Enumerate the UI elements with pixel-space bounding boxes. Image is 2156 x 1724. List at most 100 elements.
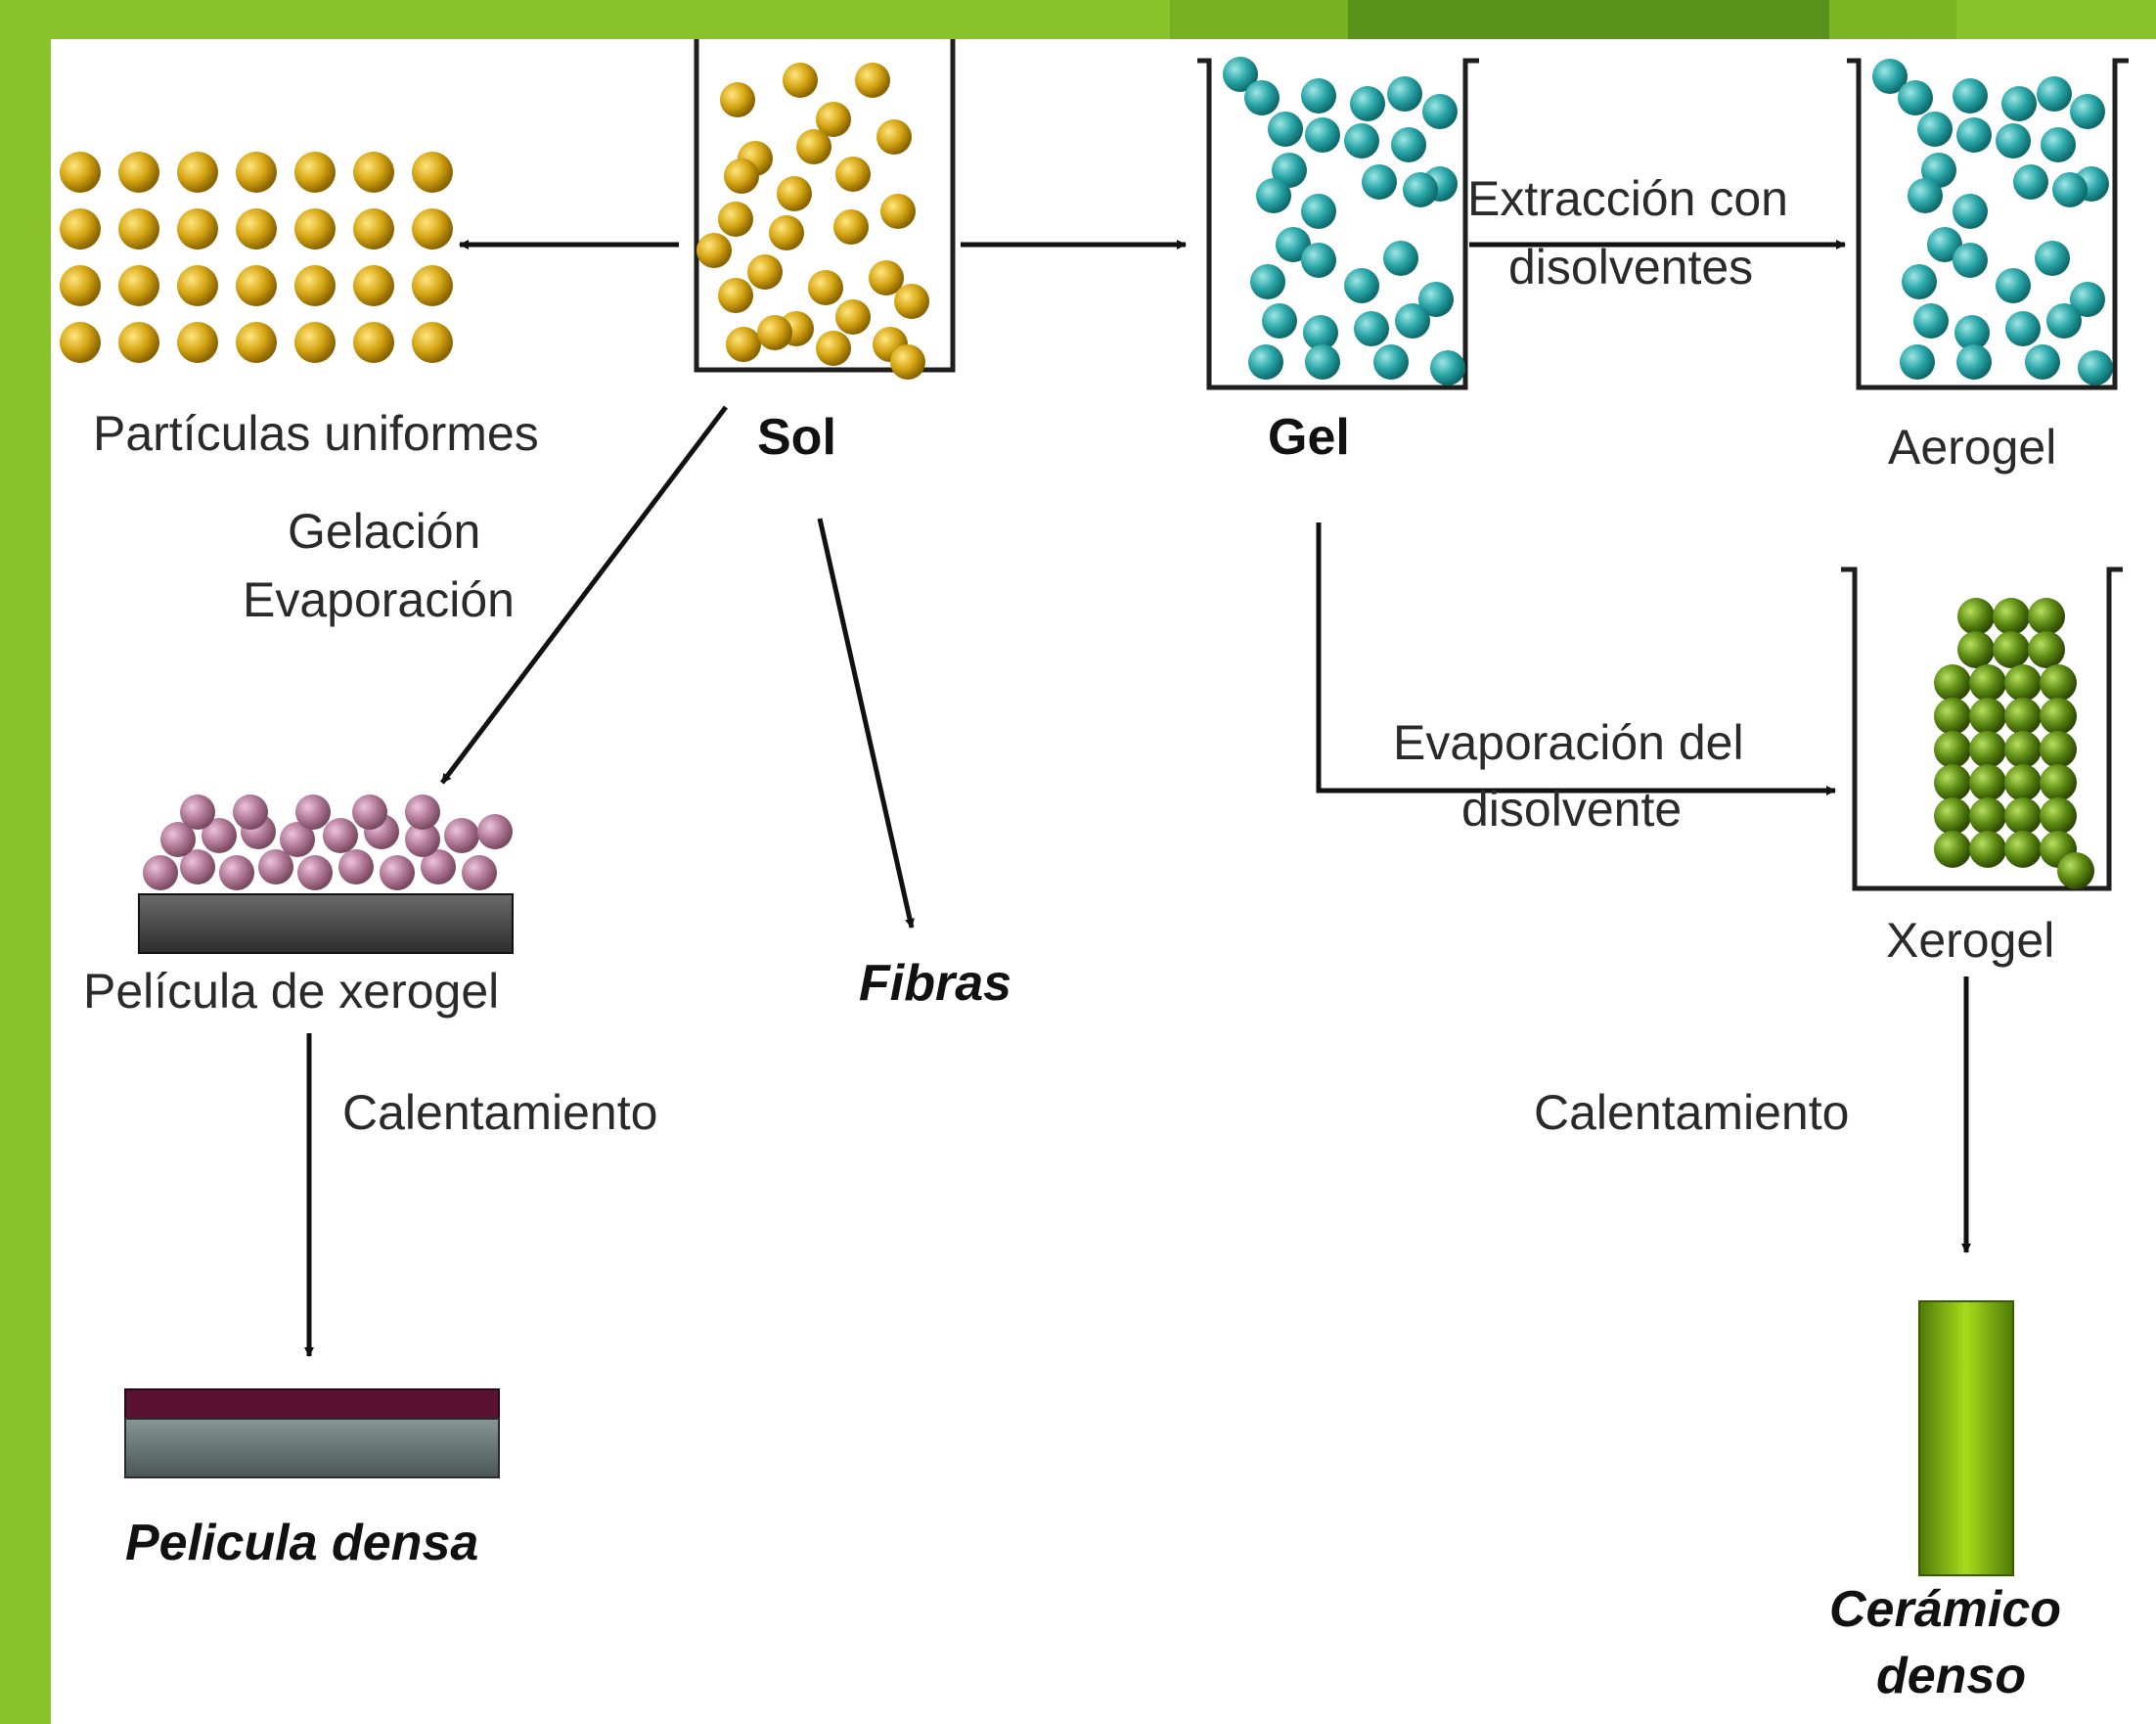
sol-particle bbox=[294, 265, 336, 306]
aerogel-particle bbox=[1872, 59, 1908, 94]
gel-particle bbox=[1301, 78, 1336, 113]
aerogel-particle bbox=[1953, 243, 1988, 278]
xerogel-particle bbox=[1969, 831, 2006, 868]
gel-particle bbox=[1362, 164, 1397, 200]
sol-particle bbox=[353, 208, 394, 250]
film-particle bbox=[280, 822, 315, 857]
label-evaporation-line2: disolvente bbox=[1461, 782, 1682, 837]
aerogel-beaker bbox=[1847, 58, 2129, 390]
dense-film-substrate bbox=[124, 1418, 500, 1478]
aerogel-particle bbox=[1953, 194, 1988, 229]
gel-particle bbox=[1344, 123, 1379, 159]
header-band-light bbox=[1829, 0, 1956, 39]
xerogel-particle bbox=[2004, 698, 2042, 735]
header-band-mid bbox=[1170, 0, 1348, 39]
film-substrate bbox=[138, 893, 514, 954]
film-particle bbox=[380, 855, 415, 890]
gel-particle bbox=[1223, 57, 1258, 92]
film-particle bbox=[180, 794, 215, 830]
film-particle bbox=[143, 855, 178, 890]
gel-particle bbox=[1276, 227, 1311, 262]
xerogel-particle bbox=[2004, 831, 2042, 868]
aerogel-particle bbox=[2005, 311, 2041, 346]
sol-particle bbox=[880, 194, 916, 229]
label-uniform-particles: Partículas uniformes bbox=[93, 406, 539, 461]
aerogel-particle bbox=[1917, 112, 1953, 147]
aerogel-particle bbox=[1996, 268, 2031, 303]
xerogel-particle bbox=[1969, 731, 2006, 768]
label-gelation-line2: Evaporación bbox=[243, 572, 515, 627]
xerogel-particle bbox=[2040, 764, 2077, 801]
gel-particle bbox=[1256, 178, 1291, 213]
xerogel-particle bbox=[1993, 598, 2030, 635]
sol-particle bbox=[855, 63, 890, 98]
sol-particle bbox=[808, 270, 843, 305]
arrow-sol-to-film bbox=[440, 405, 728, 785]
aerogel-particle bbox=[1908, 178, 1943, 213]
aerogel-particle bbox=[1927, 227, 1962, 262]
sol-particle bbox=[177, 208, 218, 250]
xerogel-particle bbox=[1934, 764, 1971, 801]
sol-particle bbox=[412, 208, 453, 250]
sol-particle bbox=[412, 152, 453, 193]
dense-ceramic-cylinder bbox=[1918, 1300, 2014, 1576]
label-extraction-line1: Extracción con bbox=[1467, 171, 1788, 226]
xerogel-beaker bbox=[1841, 567, 2123, 891]
xerogel-particle bbox=[1969, 698, 2006, 735]
xerogel-particle bbox=[1969, 764, 2006, 801]
aerogel-particle bbox=[1898, 80, 1933, 115]
film-particle bbox=[295, 794, 331, 830]
sol-particle bbox=[118, 322, 159, 363]
sol-particle bbox=[720, 82, 755, 117]
sol-particle bbox=[890, 344, 925, 380]
xerogel-particle bbox=[1934, 797, 1971, 835]
gel-particle bbox=[1268, 112, 1303, 147]
xerogel-particle bbox=[2040, 731, 2077, 768]
film-particle bbox=[219, 855, 254, 890]
xerogel-particle bbox=[2004, 664, 2042, 702]
gel-particle bbox=[1250, 264, 1285, 299]
sol-particle bbox=[236, 322, 277, 363]
gel-beaker bbox=[1197, 58, 1479, 390]
label-xerogel-film: Película de xerogel bbox=[83, 964, 499, 1019]
aerogel-particle bbox=[1953, 78, 1988, 113]
sol-particle bbox=[177, 265, 218, 306]
gel-particle bbox=[1301, 194, 1336, 229]
sol-particle bbox=[835, 299, 871, 335]
film-particle bbox=[233, 794, 268, 830]
xerogel-particle bbox=[2028, 631, 2065, 668]
gel-network-particles bbox=[1223, 57, 1465, 386]
xerogel-particle bbox=[1934, 664, 1971, 702]
sol-particle bbox=[783, 63, 818, 98]
xerogel-particle bbox=[2040, 797, 2077, 835]
sol-particle bbox=[294, 322, 336, 363]
aerogel-particle bbox=[2013, 164, 2048, 200]
film-particle bbox=[258, 849, 293, 885]
sol-particle bbox=[718, 202, 753, 237]
sol-gel-process-diagram: Partículas uniformes Sol Gel Extracción … bbox=[60, 39, 2129, 1704]
sol-particle bbox=[118, 265, 159, 306]
aerogel-particle bbox=[1954, 315, 1990, 350]
label-fibers: Fibras bbox=[859, 955, 1011, 1012]
label-aerogel: Aerogel bbox=[1888, 420, 2056, 475]
xerogel-particle bbox=[1969, 797, 2006, 835]
film-particle bbox=[462, 855, 497, 890]
aerogel-particle bbox=[2041, 127, 2076, 162]
gel-particle bbox=[1305, 117, 1340, 153]
sol-beaker bbox=[694, 39, 956, 373]
xerogel-particle bbox=[2057, 852, 2094, 889]
sol-particle bbox=[833, 209, 869, 245]
sol-particle bbox=[696, 233, 732, 268]
sol-particle bbox=[118, 208, 159, 250]
gel-particle bbox=[1395, 303, 1430, 339]
aerogel-particle bbox=[2070, 94, 2105, 129]
gel-particle bbox=[1303, 315, 1338, 350]
sol-particle bbox=[835, 157, 871, 192]
aerogel-particle bbox=[1996, 123, 2031, 159]
aerogel-particle bbox=[1913, 303, 1949, 339]
sol-particle bbox=[876, 119, 912, 155]
sol-particle bbox=[177, 322, 218, 363]
sol-particle bbox=[894, 284, 929, 319]
film-particle bbox=[338, 849, 374, 885]
label-sol: Sol bbox=[757, 409, 836, 466]
